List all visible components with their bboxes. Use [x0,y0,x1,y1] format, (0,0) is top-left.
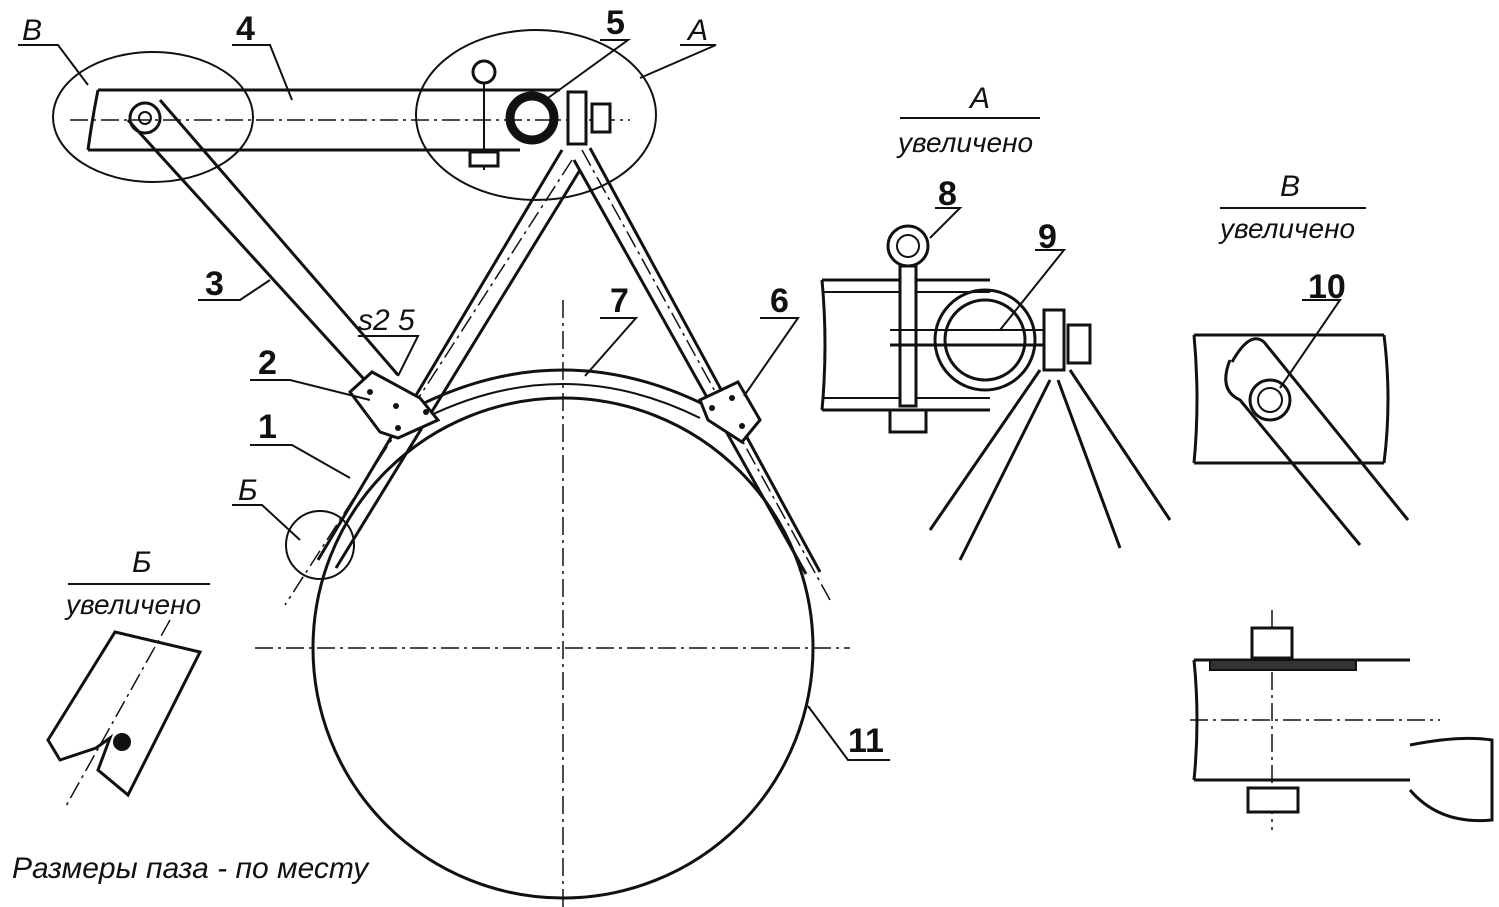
callout-5: 5 [606,4,625,42]
leader-b [232,504,301,541]
detail-a-eye-inner [896,234,920,258]
gusset-rivet [739,423,745,429]
rod-1 [316,149,582,569]
detail-a-ring [933,288,1037,392]
leader-5 [547,39,632,99]
leader-3 [198,279,271,301]
callout-10: 10 [1308,268,1346,306]
callout-6: 6 [770,282,789,320]
leader-7 [584,317,639,377]
gusset-rivet [709,405,715,411]
gusset-6 [698,380,762,444]
gusset-rivet [423,409,429,415]
zone-v-ellipse [52,51,254,183]
b-joint [128,101,162,135]
detail-a-bolt [898,264,918,408]
callout-8: 8 [938,175,957,213]
section-washer [1209,659,1357,671]
ring [505,91,559,145]
detail-a-eye [886,224,930,268]
zone-b-circle [285,510,355,580]
leader-11 [807,705,890,761]
arc-strip [419,368,706,407]
section-tab [1408,736,1494,823]
rod-1-centerline [284,159,573,606]
callout-2: 2 [258,344,277,382]
rod-3 [126,99,400,390]
leader-4 [232,44,293,101]
callout-4: 4 [236,10,255,48]
detail-a-nut-right [1066,323,1092,365]
leader-2 [250,379,371,401]
zone-label-v: В [22,14,42,47]
detail-v-title: В [1280,170,1300,203]
leader-6 [743,317,800,397]
detail-a-nut [888,408,928,434]
section-bolt-head [1250,626,1294,660]
detail-v-pin [1248,378,1292,422]
apex-nut [590,102,612,134]
callout-1: 1 [258,408,277,446]
leader-9 [999,249,1067,331]
leader-weld [358,335,420,377]
section-nut [1246,786,1300,814]
zone-a-ellipse [415,29,657,201]
detail-b-centerline [65,619,171,807]
detail-v-beam [1192,333,1390,465]
detail-v-subtitle: увеличено [1218,213,1355,244]
detail-b-part [46,630,203,798]
apex-plate [566,90,588,146]
callout-11: 11 [848,722,884,760]
gusset-rivet [393,403,399,409]
detail-a-ring-inner [943,298,1027,382]
leader-a [639,44,717,79]
leader-1 [250,444,351,479]
eye-bolt [471,59,497,85]
callout-9: 9 [1038,218,1057,256]
leader-10 [1279,299,1342,389]
detail-v-rod [1224,337,1410,546]
detail-a-title: А [968,82,990,115]
callout-7: 7 [610,282,629,320]
leader-8 [929,207,963,239]
gusset-rivet [367,389,373,395]
detail-v-pin-inner [1257,387,1283,413]
nut-bottom [468,150,500,168]
zone-label-a: А [686,14,708,47]
detail-b-pin [113,733,131,751]
leader-v [18,44,89,86]
detail-a-subtitle: увеличено [896,127,1033,158]
detail-b-title: Б [132,546,152,579]
detail-a-plate [1042,308,1066,372]
gusset-rivet [729,395,735,401]
slot-note: Размеры паза - по месту [12,852,370,885]
zone-label-b: Б [238,474,258,507]
detail-b-subtitle: увеличено [64,589,201,620]
rod-6-centerline [581,149,831,601]
weld-label: s2 5 [358,304,415,337]
b-joint-pin [138,111,152,125]
gusset-rivet [395,425,401,431]
rod-6 [572,147,822,575]
detail-a-legs [928,369,1172,561]
callout-3: 3 [205,265,224,303]
arc-strip-inner [424,383,701,419]
